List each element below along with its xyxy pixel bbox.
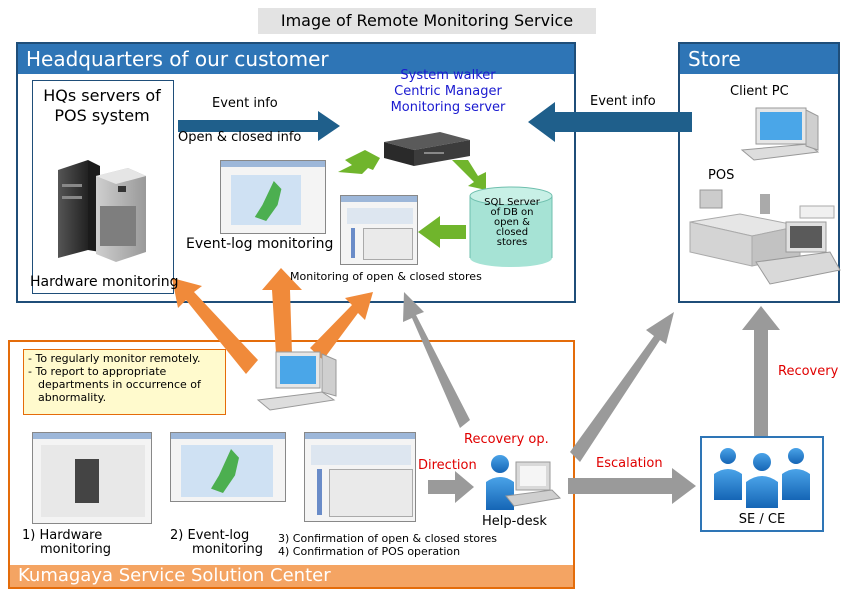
gray-arrow-direction (428, 471, 474, 503)
green-arrow-to-eventlog (338, 150, 380, 174)
sql-label-line4: closed (495, 227, 529, 238)
note-line4: abnormality. (38, 391, 107, 404)
orange-arrow-2 (262, 268, 302, 354)
open-closed-screen-thumbnail (340, 195, 418, 265)
item1-label-line1: 1) Hardware (22, 528, 103, 543)
escalation-label: Escalation (596, 456, 663, 471)
event-log-center-screen-thumbnail (170, 432, 286, 502)
recovery-op-label: Recovery op. (464, 432, 549, 447)
diagram-title: Image of Remote Monitoring Service (258, 8, 596, 34)
help-desk-icon (486, 455, 562, 510)
item2-label-line1: 2) Event-log (170, 528, 250, 543)
item2-label-line2: monitoring (192, 542, 263, 557)
monitoring-server-icon (384, 132, 470, 166)
event-info-arrow-store (528, 102, 692, 142)
hardware-monitoring-label: Hardware monitoring (30, 274, 179, 290)
item1-label-line2: monitoring (40, 542, 111, 557)
orange-arrow-1 (172, 278, 258, 374)
pos-label: POS (708, 168, 735, 183)
pos-terminal-icon (689, 189, 841, 285)
sql-label-line2: of DB on (490, 207, 534, 218)
recovery-label: Recovery (778, 364, 839, 379)
manager-label-line1: System walker (400, 68, 496, 83)
direction-label: Direction (418, 458, 477, 473)
monitoring-note: - To regularly monitor remotely. - To re… (23, 349, 226, 415)
note-line1: - To regularly monitor remotely. (28, 352, 201, 365)
se-ce-people-icon (714, 448, 810, 508)
green-arrow-to-monitor (418, 216, 466, 248)
hq-event-info-label: Event info (212, 96, 278, 111)
manager-label-line3: Monitoring server (390, 100, 506, 115)
client-pc-icon (740, 107, 820, 161)
gray-arrow-to-store (570, 312, 674, 462)
note-line2: - To report to appropriate (28, 365, 167, 378)
orange-arrow-3 (310, 292, 373, 360)
hq-servers-label-line1: HQs servers of (43, 86, 161, 105)
service-center-heading: Kumagaya Service Solution Center (10, 565, 573, 587)
event-log-screen-thumbnail (220, 160, 326, 234)
green-arrow-to-sql (452, 160, 486, 190)
store-event-info-label: Event info (590, 94, 656, 109)
open-closed-monitoring-label: Monitoring of open & closed stores (290, 270, 482, 283)
help-desk-label: Help-desk (482, 514, 547, 529)
hq-panel: Headquarters of our customer (16, 42, 576, 303)
sql-label-line3: open & (494, 217, 530, 228)
service-center-panel: Kumagaya Service Solution Center (8, 340, 575, 589)
hardware-monitoring-screen-thumbnail (32, 432, 152, 524)
hq-servers-label-line2: POS system (54, 106, 150, 125)
store-panel: Store (678, 42, 840, 303)
gray-arrow-recovery (742, 306, 780, 436)
gray-arrow-escalation (568, 468, 696, 504)
item3-label: 3) Confirmation of open & closed stores (278, 532, 497, 545)
open-closed-info-label: Open & closed info (178, 130, 302, 145)
se-ce-label: SE / CE (738, 512, 786, 527)
sql-label-line1: SQL Server (484, 197, 540, 208)
client-pc-label: Client PC (730, 84, 789, 99)
database-icon (469, 186, 553, 267)
server-tower-icon (58, 160, 146, 262)
store-heading: Store (680, 44, 838, 74)
item4-label: 4) Confirmation of POS operation (278, 545, 461, 558)
note-line3: departments in occurrence of (38, 378, 201, 391)
hq-heading: Headquarters of our customer (18, 44, 574, 74)
event-log-monitoring-label: Event-log monitoring (186, 236, 334, 252)
center-pc-icon (256, 351, 337, 411)
manager-label-line2: Centric Manager (394, 84, 502, 99)
gray-arrow-recovery-op (403, 292, 470, 428)
open-closed-center-screen-thumbnail (304, 432, 416, 522)
event-info-arrow-hq (178, 111, 340, 141)
sql-label-line5: stores (496, 237, 528, 248)
